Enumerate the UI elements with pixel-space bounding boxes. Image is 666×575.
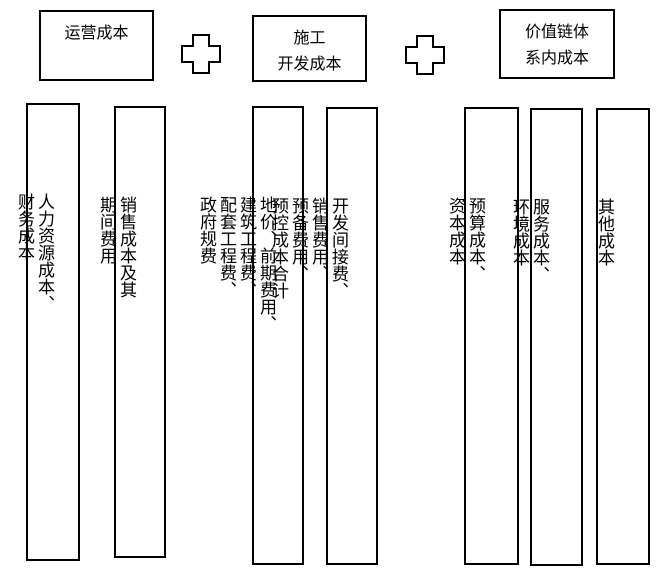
cost-column-hr-finance: 人力资源成本、 财务成本: [14, 103, 80, 561]
cost-column-budget-capital: 预算成本、 资本成本: [445, 107, 519, 565]
column-line: 期间费用: [96, 196, 116, 264]
cost-column-other: 其他成本: [594, 108, 650, 565]
column-line: 环境成本: [509, 198, 529, 266]
cost-column-service-environment: 服务成本、 环境成本: [509, 108, 583, 566]
column-line: 服务成本、: [529, 198, 549, 283]
column-line: 配套工程费、: [216, 196, 236, 298]
value-chain-cost-box: 价值链体 系内成本: [499, 9, 615, 79]
column-line: 政府规费: [196, 196, 216, 264]
value-chain-cost-title-line-2: 系内成本: [524, 48, 589, 67]
cost-column-text: 人力资源成本、 财务成本: [0, 113, 74, 312]
column-line: 销售费用、: [308, 197, 328, 282]
column-line: 建筑工程费、: [236, 196, 256, 298]
operating-cost-box: 运营成本: [39, 10, 154, 81]
column-line: 预备费用、: [288, 197, 308, 282]
construction-cost-box: 施工 开发成本: [252, 15, 367, 82]
column-line: 开发间接费、: [328, 197, 348, 299]
construction-cost-title-line-1: 施工: [293, 28, 326, 47]
column-line: 资本成本: [445, 197, 465, 265]
column-line: 人力资源成本、: [34, 193, 54, 312]
cost-column-indirect-reserve: 开发间接费、 销售费用、 预备费用、 预控成本合计: [268, 107, 378, 565]
operating-cost-title: 运营成本: [64, 23, 129, 42]
construction-cost-title-line-2: 开发成本: [277, 54, 342, 73]
cost-column-sales-period: 销售成本及其 期间费用: [96, 106, 166, 558]
column-line: 财务成本: [14, 193, 34, 261]
cost-column-text: 预算成本、 资本成本: [425, 117, 505, 282]
cost-column-land-construction: 地价、前期费用、 建筑工程费、 配套工程费、 政府规费: [196, 106, 304, 565]
column-line: 预算成本、: [465, 197, 485, 282]
column-line: 销售成本及其: [116, 196, 136, 298]
plus-icon: [405, 35, 445, 75]
column-line: 预控成本合计: [268, 197, 288, 299]
cost-column-text: 开发间接费、 销售费用、 预备费用、 预控成本合计: [248, 117, 368, 299]
column-line: 地价、前期费用、: [256, 196, 276, 332]
cost-column-text: 其他成本: [574, 118, 634, 266]
column-line: 其他成本: [594, 198, 614, 266]
cost-column-text: 服务成本、 环境成本: [489, 118, 569, 283]
value-chain-cost-title-line-1: 价值链体: [524, 22, 589, 41]
plus-icon: [181, 34, 221, 74]
cost-column-text: 销售成本及其 期间费用: [76, 116, 156, 298]
cost-column-text: 地价、前期费用、 建筑工程费、 配套工程费、 政府规费: [176, 116, 296, 332]
